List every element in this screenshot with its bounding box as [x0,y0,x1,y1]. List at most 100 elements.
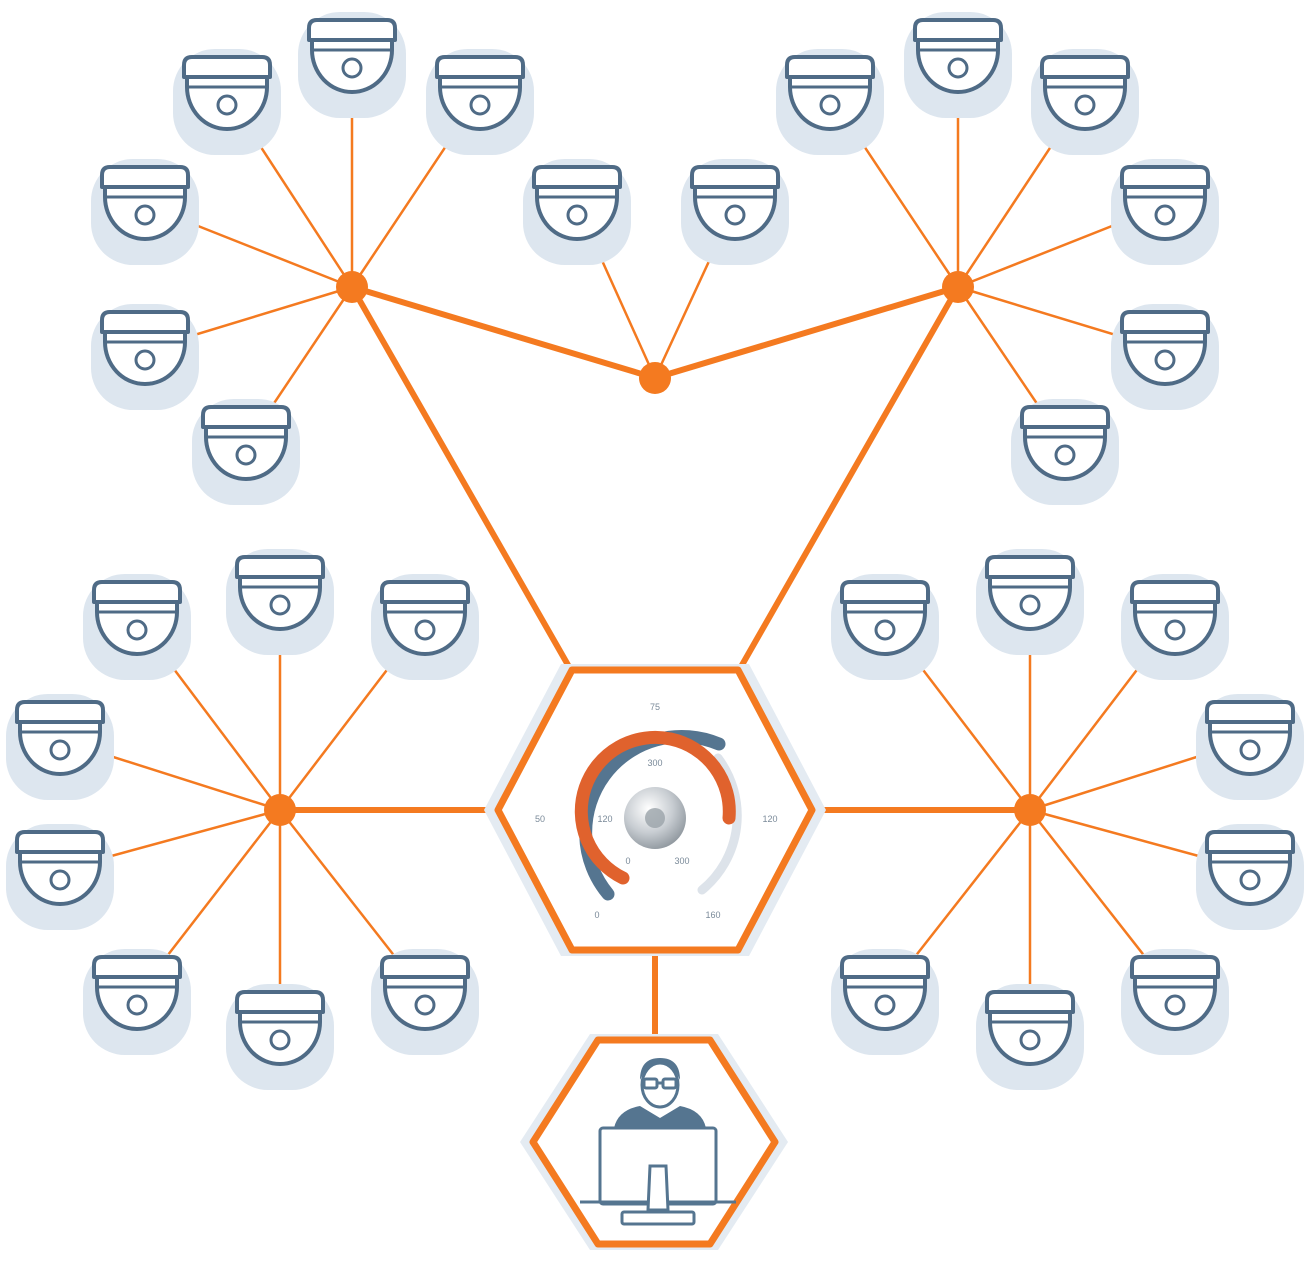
camera-lens [566,204,588,226]
gauge-inner-arc [574,730,736,885]
gauge-inner-label-top: 300 [647,758,662,768]
camera-mount [1130,580,1220,604]
dome-camera-icon [192,399,300,505]
camera-mount [380,955,470,979]
gauge-outer-label-bottom-left: 0 [594,910,599,920]
camera-mount [1020,405,1110,429]
operator-head [640,1061,680,1109]
dome-camera-icon [976,549,1084,655]
camera-lens [414,619,436,641]
network-hub-icon [1014,794,1046,826]
gauge-outer-label-bottom-right: 160 [705,910,720,920]
dome-camera-icon [83,574,191,680]
dome-camera-icon [1011,399,1119,505]
dome-camera-icon [1196,824,1304,930]
network-hub-icon [639,362,671,394]
camera-mount [690,165,780,189]
gauge-inner-label-bottom-right: 300 [674,856,689,866]
camera-mount [235,990,325,1014]
camera-lens [947,57,969,79]
dome-camera-icon [1031,49,1139,155]
camera-lens [1154,349,1176,371]
camera-lens [134,204,156,226]
camera-mount [1120,310,1210,334]
camera-lens [341,57,363,79]
camera-lens [269,1029,291,1051]
hub-group [264,271,1046,826]
camera-lens [1164,994,1186,1016]
dome-camera-icon [298,12,406,118]
dome-camera-icon [173,49,281,155]
dome-camera-icon [523,159,631,265]
dome-camera-icon [1111,304,1219,410]
gauge-inner-label-left: 120 [597,814,612,824]
camera-lens [1154,204,1176,226]
dome-camera-icon [91,159,199,265]
camera-lens [216,94,238,116]
dome-camera-icon [904,12,1012,118]
camera-mount [1040,55,1130,79]
dome-camera-icon [6,694,114,800]
dome-camera-icon [831,574,939,680]
camera-mount [1205,830,1295,854]
backbone-link [735,284,961,675]
camera-mount [840,955,930,979]
camera-mount [532,165,622,189]
camera-lens [1019,1029,1041,1051]
monitor-base [620,1210,696,1226]
camera-lens [1054,444,1076,466]
gauge-track-arc [697,753,742,895]
camera-mount [435,55,525,79]
dome-camera-icon [371,574,479,680]
gauge-outer-label-right: 120 [762,814,777,824]
network-hub-icon [942,271,974,303]
dome-camera-icon [1196,694,1304,800]
camera-lens [874,994,896,1016]
camera-lens [1239,739,1261,761]
network-hub-icon [336,271,368,303]
dome-camera-icon [976,984,1084,1090]
camera-mount [100,310,190,334]
network-hub-icon [264,794,296,826]
camera-lens [1239,869,1261,891]
camera-lens [819,94,841,116]
camera-lens [1019,594,1041,616]
camera-lens [49,869,71,891]
dome-camera-icon [6,824,114,930]
dome-camera-icon [226,549,334,655]
camera-mount [100,165,190,189]
camera-lens [469,94,491,116]
camera-lens [724,204,746,226]
camera-mount [1130,955,1220,979]
camera-mount [92,580,182,604]
camera-mount [307,18,397,42]
camera-lens [1164,619,1186,641]
gauge-outer-label-top: 75 [650,702,660,712]
camera-lens [414,994,436,1016]
backbone-link [652,284,961,381]
camera-mount [92,955,182,979]
camera-mount [985,990,1075,1014]
dome-camera-icon [1111,159,1219,265]
camera-mount [785,55,875,79]
dome-camera-icon [226,984,334,1090]
camera-lens [134,349,156,371]
backbone-link [349,284,575,675]
dome-camera-icon [371,949,479,1055]
camera-lens [126,994,148,1016]
server-node: 75 50 120 0 160 300 120 0 300 [484,664,826,956]
camera-lens [235,444,257,466]
backbone-links [277,284,1033,1043]
camera-mount [1120,165,1210,189]
camera-mount [235,555,325,579]
dome-camera-icon [776,49,884,155]
dome-camera-icon [1121,574,1229,680]
operator-workstation-icon [580,1058,736,1226]
dome-camera-icon [831,949,939,1055]
gauge-inner-label-bottom-left: 0 [625,856,630,866]
camera-lens [269,594,291,616]
camera-lens [126,619,148,641]
camera-mount [985,555,1075,579]
camera-mount [201,405,291,429]
